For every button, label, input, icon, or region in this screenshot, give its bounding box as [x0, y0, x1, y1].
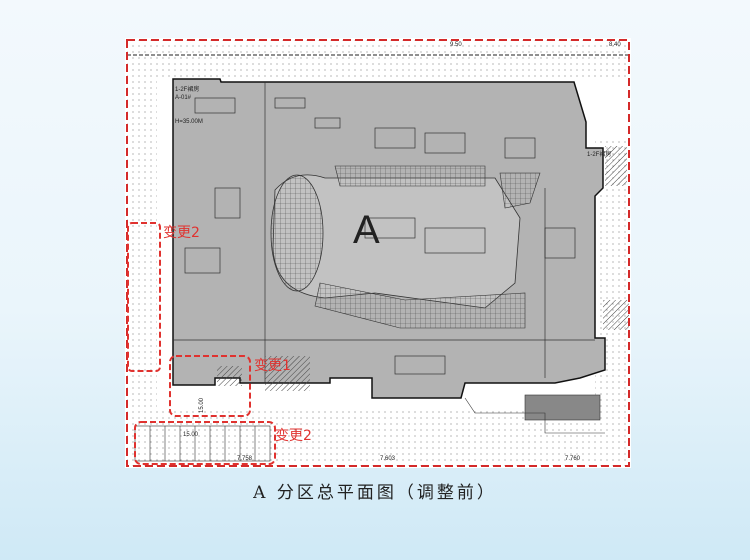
landscape-area-west	[127, 78, 157, 408]
dimension: 7.758	[237, 456, 253, 462]
site-boundary	[126, 39, 630, 467]
change-label: 变更2	[163, 225, 200, 241]
site-plan-svg: A 变更2 变更1 变更2 1-2F裙房 A-01# H=35.00M 1-2F…	[126, 39, 630, 467]
landscape-area-north	[127, 40, 629, 78]
change-area-2-south	[134, 421, 276, 465]
dimension: 15.00	[183, 432, 199, 438]
building-tag: H=35.00M	[175, 119, 203, 125]
dimension: 9.50	[450, 42, 462, 48]
dimension: 15.00	[199, 397, 205, 413]
site-plan-drawing: A 变更2 变更1 变更2 1-2F裙房 A-01# H=35.00M 1-2F…	[125, 38, 631, 468]
building-tag: 1-2F裙房	[587, 150, 611, 158]
dimension: 7.760	[565, 456, 581, 462]
dimension: 8.40	[609, 42, 621, 48]
figure-caption: A 分区总平面图（调整前）	[253, 483, 497, 503]
building-tag: A-01#	[175, 95, 192, 101]
oval-skylight	[270, 174, 324, 292]
change-area-2-west	[127, 222, 161, 372]
change-label: 变更2	[275, 428, 312, 444]
change-label: 变更1	[254, 358, 291, 374]
hatched-area	[265, 356, 310, 391]
change-area-1	[169, 355, 251, 417]
zone-label: A	[353, 208, 380, 252]
building-tag: 1-2F裙房	[175, 85, 199, 93]
dimension: 7.603	[380, 456, 396, 462]
